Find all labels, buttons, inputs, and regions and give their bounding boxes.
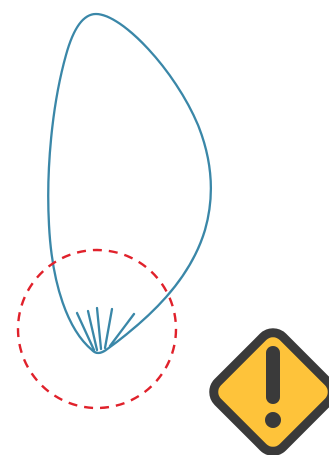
warning-diamond-icon <box>208 327 329 455</box>
highlight-circle <box>18 250 176 408</box>
warning-exclamation-bar <box>266 346 280 404</box>
vein-line <box>105 309 112 348</box>
leaf-outline <box>48 14 211 353</box>
leaf-shape <box>48 14 211 353</box>
vein-line <box>97 308 101 349</box>
warning-exclamation-dot <box>265 412 281 428</box>
